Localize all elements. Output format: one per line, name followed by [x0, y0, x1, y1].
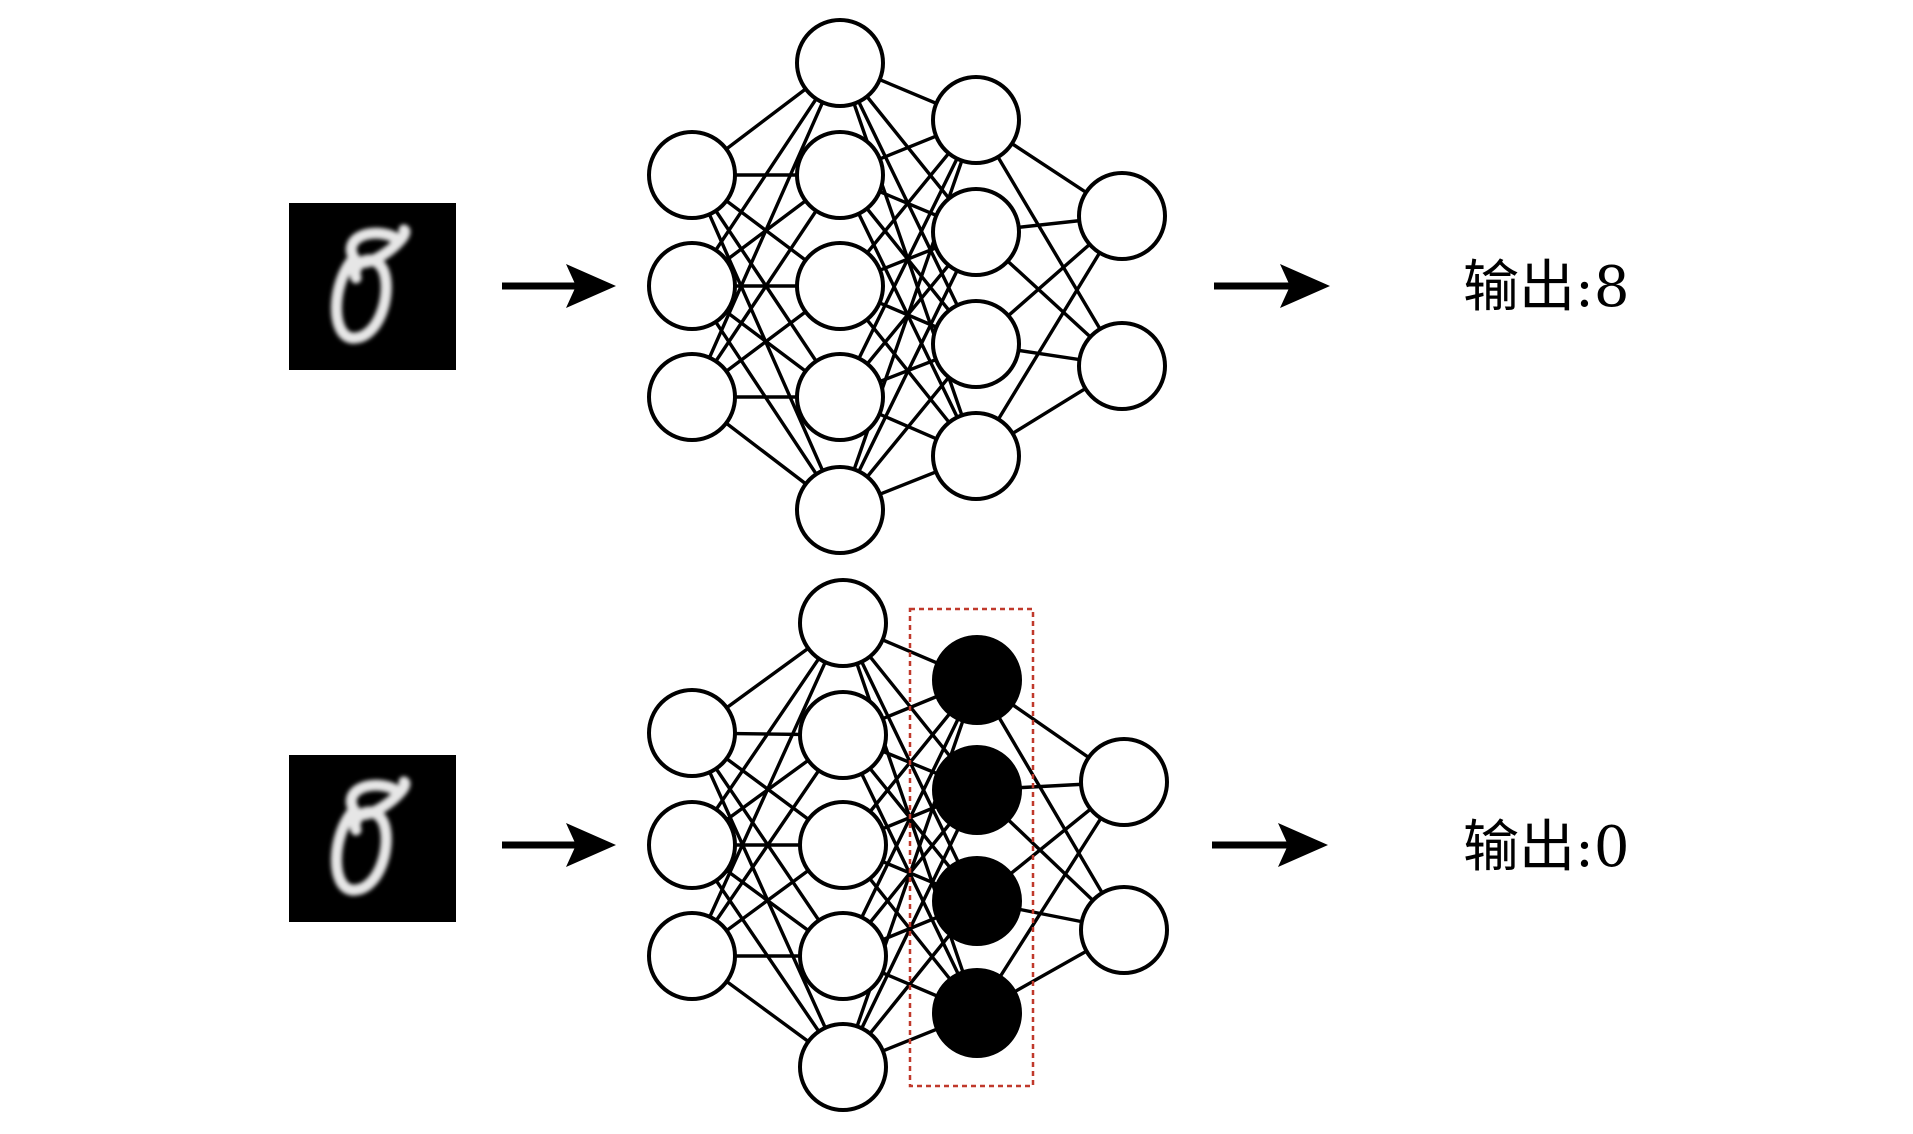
edge-l0-n2-to-n0: [690, 61, 842, 399]
edge-l2-n3-to-n0: [974, 214, 1124, 458]
highlight-box: [908, 607, 1035, 1088]
neuron-layer0-1: [647, 800, 737, 890]
neuron-layer0-2: [647, 911, 737, 1001]
neuron-layer1-0: [798, 578, 888, 668]
nodes-top: [647, 18, 1167, 555]
input-digit-image: [289, 203, 456, 370]
nodes-bottom: [647, 578, 1169, 1112]
neuron-layer1-2: [798, 800, 888, 890]
active-neuron-layer2-1: [932, 745, 1022, 835]
neuron-layer3-0: [1079, 737, 1169, 827]
panel-bottom: 输出:0: [289, 578, 1630, 1112]
input-arrow: [502, 823, 616, 867]
edge-l1-n3-to-n0: [838, 118, 978, 399]
neuron-layer1-3: [798, 911, 888, 1001]
input-arrow: [502, 264, 616, 308]
edge-l1-n4-to-n1: [841, 788, 979, 1069]
neuron-layer1-3: [795, 352, 885, 442]
neuron-layer1-0: [795, 18, 885, 108]
neuron-layer1-4: [795, 465, 885, 555]
neuron-layer1-4: [798, 1022, 888, 1112]
neuron-layer1-1: [795, 130, 885, 220]
network-top: [647, 18, 1167, 555]
neuron-layer2-3: [931, 411, 1021, 501]
neuron-layer2-2: [931, 299, 1021, 389]
neuron-layer0-1: [647, 241, 737, 331]
panel-top: 输出:8: [289, 18, 1630, 555]
active-neuron-layer2-3: [932, 968, 1022, 1058]
edges-bottom: [690, 621, 1126, 1069]
neuron-layer3-1: [1079, 885, 1169, 975]
neuron-layer3-1: [1077, 321, 1167, 411]
neuron-layer0-0: [647, 130, 737, 220]
neuron-layer2-1: [931, 187, 1021, 277]
edge-l0-n2-to-n0: [690, 621, 845, 958]
neuron-layer3-0: [1077, 171, 1167, 261]
neuron-layer2-0: [931, 75, 1021, 165]
digit-8-icon: [331, 224, 411, 344]
edge-l2-n0-to-n1: [974, 118, 1124, 368]
edges-top: [690, 61, 1124, 512]
active-neuron-layer2-2: [932, 856, 1022, 946]
output-arrow: [1214, 264, 1330, 308]
neuron-layer0-0: [647, 688, 737, 778]
edge-l2-n3-to-n0: [975, 780, 1126, 1015]
edge-l1-n4-to-n1: [838, 230, 978, 512]
edge-l1-n4-to-n0: [838, 118, 978, 512]
neuron-layer1-2: [795, 241, 885, 331]
edge-l1-n4-to-n0: [841, 678, 979, 1069]
output-arrow: [1212, 823, 1328, 867]
neuron-layer0-2: [647, 352, 737, 442]
neuron-layer1-1: [798, 690, 888, 780]
input-digit-image: [289, 755, 456, 922]
digit-8-icon: [331, 776, 411, 896]
output-label: 输出:0: [1463, 815, 1630, 880]
output-label: 输出:8: [1463, 255, 1630, 320]
network-bottom: [647, 578, 1169, 1112]
active-neuron-layer2-0: [932, 635, 1022, 725]
edge-l2-n0-to-n1: [975, 678, 1126, 932]
